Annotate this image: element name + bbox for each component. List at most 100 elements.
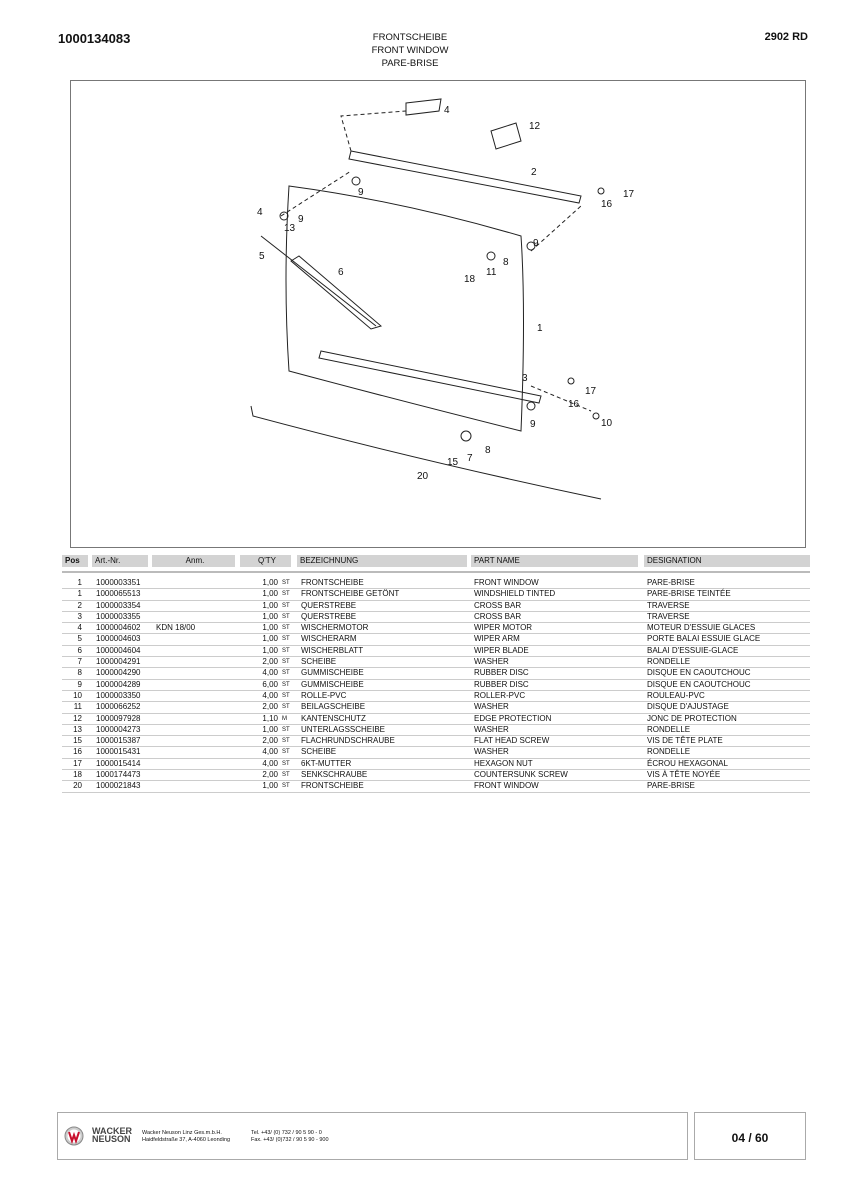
cell-qty: 2,00 (262, 702, 278, 712)
callout-label: 10 (601, 418, 613, 429)
cell-qty: 1,00 (262, 623, 278, 633)
cell-qty: 1,00 (262, 634, 278, 644)
cell-part: WIPER MOTOR (474, 623, 533, 633)
top-crossbar (348, 150, 582, 204)
cell-des: DISQUE EN CAOUTCHOUC (647, 679, 751, 689)
cell-art: 1000004604 (96, 645, 141, 655)
col-bez: BEZEICHNUNG (297, 555, 467, 567)
cell-pos: 1 (77, 589, 82, 599)
page-title: FRONTSCHEIBE FRONT WINDOW PARE-BRISE (310, 31, 510, 70)
cell-unit: ST (282, 783, 290, 790)
col-part: PART NAME (471, 555, 638, 567)
table-header: Pos Art.-Nr. Anm. Q'TY BEZEICHNUNG PART … (62, 555, 810, 567)
contact-info: Tel. +43/ (0) 732 / 90 5 90 - 0 Fax. +43… (251, 1130, 329, 1144)
cell-pos: 8 (77, 668, 82, 678)
footer: WACKER NEUSON Wacker Neuson Linz Ges.m.b… (57, 1112, 688, 1160)
cell-bez: FRONTSCHEIBE (301, 781, 364, 791)
cell-unit: ST (282, 681, 290, 688)
company-name: Wacker Neuson Linz Ges.m.b.H. (142, 1130, 222, 1136)
callout-label: 5 (259, 251, 265, 262)
title-fr: PARE-BRISE (381, 58, 439, 69)
cell-bez: SCHEIBE (301, 747, 337, 757)
cell-part: CROSS BAR (474, 611, 522, 621)
cell-pos: 16 (73, 747, 82, 757)
cell-qty: 2,00 (262, 657, 278, 667)
cell-bez: GUMMISCHEIBE (301, 668, 364, 678)
cell-unit: ST (282, 647, 290, 654)
callout-label: 13 (284, 223, 296, 234)
cell-unit: ST (282, 760, 290, 767)
callout-label: 12 (529, 121, 541, 132)
title-de: FRONTSCHEIBE (372, 32, 448, 43)
callout-label: 6 (338, 267, 344, 278)
callout-label: 8 (485, 445, 491, 456)
cell-des: RONDELLE (647, 724, 691, 734)
cell-qty: 1,00 (262, 589, 278, 599)
cell-pos: 2 (77, 600, 82, 610)
cell-part: WIPER ARM (474, 634, 520, 644)
cell-des: BALAI D'ESSUIE-GLACE (647, 645, 739, 655)
model-number: 2902 RD (764, 31, 808, 43)
col-qty: Q'TY (240, 555, 291, 567)
col-anm: Anm. (152, 555, 235, 567)
cell-part: EDGE PROTECTION (474, 713, 552, 723)
fax: Fax. +43/ (0)732 / 90 5 90 - 900 (251, 1137, 329, 1143)
callout-label: 17 (623, 189, 635, 200)
cell-pos: 5 (77, 634, 82, 644)
cell-bez: QUERSTREBE (301, 600, 357, 610)
page-number: 04 / 60 (694, 1112, 806, 1160)
cell-part: ROLLER-PVC (474, 690, 526, 700)
cell-pos: 1 (77, 578, 82, 587)
cell-part: FLAT HEAD SCREW (474, 736, 550, 746)
cell-unit: ST (282, 670, 290, 677)
col-des: DESIGNATION (644, 555, 810, 567)
cell-bez: WISCHERARM (301, 634, 357, 644)
cell-des: RONDELLE (647, 747, 691, 757)
cell-pos: 20 (73, 781, 82, 791)
cell-bez: SCHEIBE (301, 657, 337, 667)
cell-bez: WISCHERMOTOR (301, 623, 369, 633)
cell-part: RUBBER DISC (474, 679, 529, 689)
cell-bez: KANTENSCHUTZ (301, 713, 366, 723)
cell-art: 1000003355 (96, 611, 141, 621)
callout-label: 7 (467, 453, 473, 464)
cell-pos: 15 (73, 736, 82, 746)
cell-qty: 2,00 (262, 736, 278, 746)
cell-unit: ST (282, 659, 290, 666)
cell-qty: 1,00 (262, 611, 278, 621)
wiper-arm (260, 235, 377, 327)
cell-des: PARE-BRISE (647, 781, 695, 791)
cell-qty: 1,00 (262, 724, 278, 734)
cell-pos: 7 (77, 657, 82, 667)
callout-label: 11 (486, 267, 497, 278)
cell-bez: UNTERLAGSSCHEIBE (301, 724, 386, 734)
cell-qty: 4,00 (262, 668, 278, 678)
cell-bez: FRONTSCHEIBE (301, 578, 364, 587)
cell-des: MOTEUR D'ESSUIE GLACES (647, 623, 756, 633)
edge-protection (490, 122, 522, 150)
company-info: Wacker Neuson Linz Ges.m.b.H. Haidfeldst… (142, 1130, 230, 1144)
logo-text-2: NEUSON (92, 1134, 131, 1144)
cell-des: JONC DE PROTECTION (647, 713, 737, 723)
cell-qty: 6,00 (262, 679, 278, 689)
cell-anm: KDN 18/00 (156, 623, 196, 633)
cell-art: 1000003351 (96, 578, 141, 587)
cell-unit: ST (282, 591, 290, 598)
cell-bez: FLACHRUNDSCHRAUBE (301, 736, 395, 746)
cell-qty: 2,00 (262, 770, 278, 780)
cell-part: RUBBER DISC (474, 668, 529, 678)
cell-part: FRONT WINDOW (474, 578, 539, 587)
cell-part: WINDSHIELD TINTED (474, 589, 556, 599)
cell-des: PARE-BRISE (647, 578, 695, 587)
header-rule (62, 571, 810, 573)
